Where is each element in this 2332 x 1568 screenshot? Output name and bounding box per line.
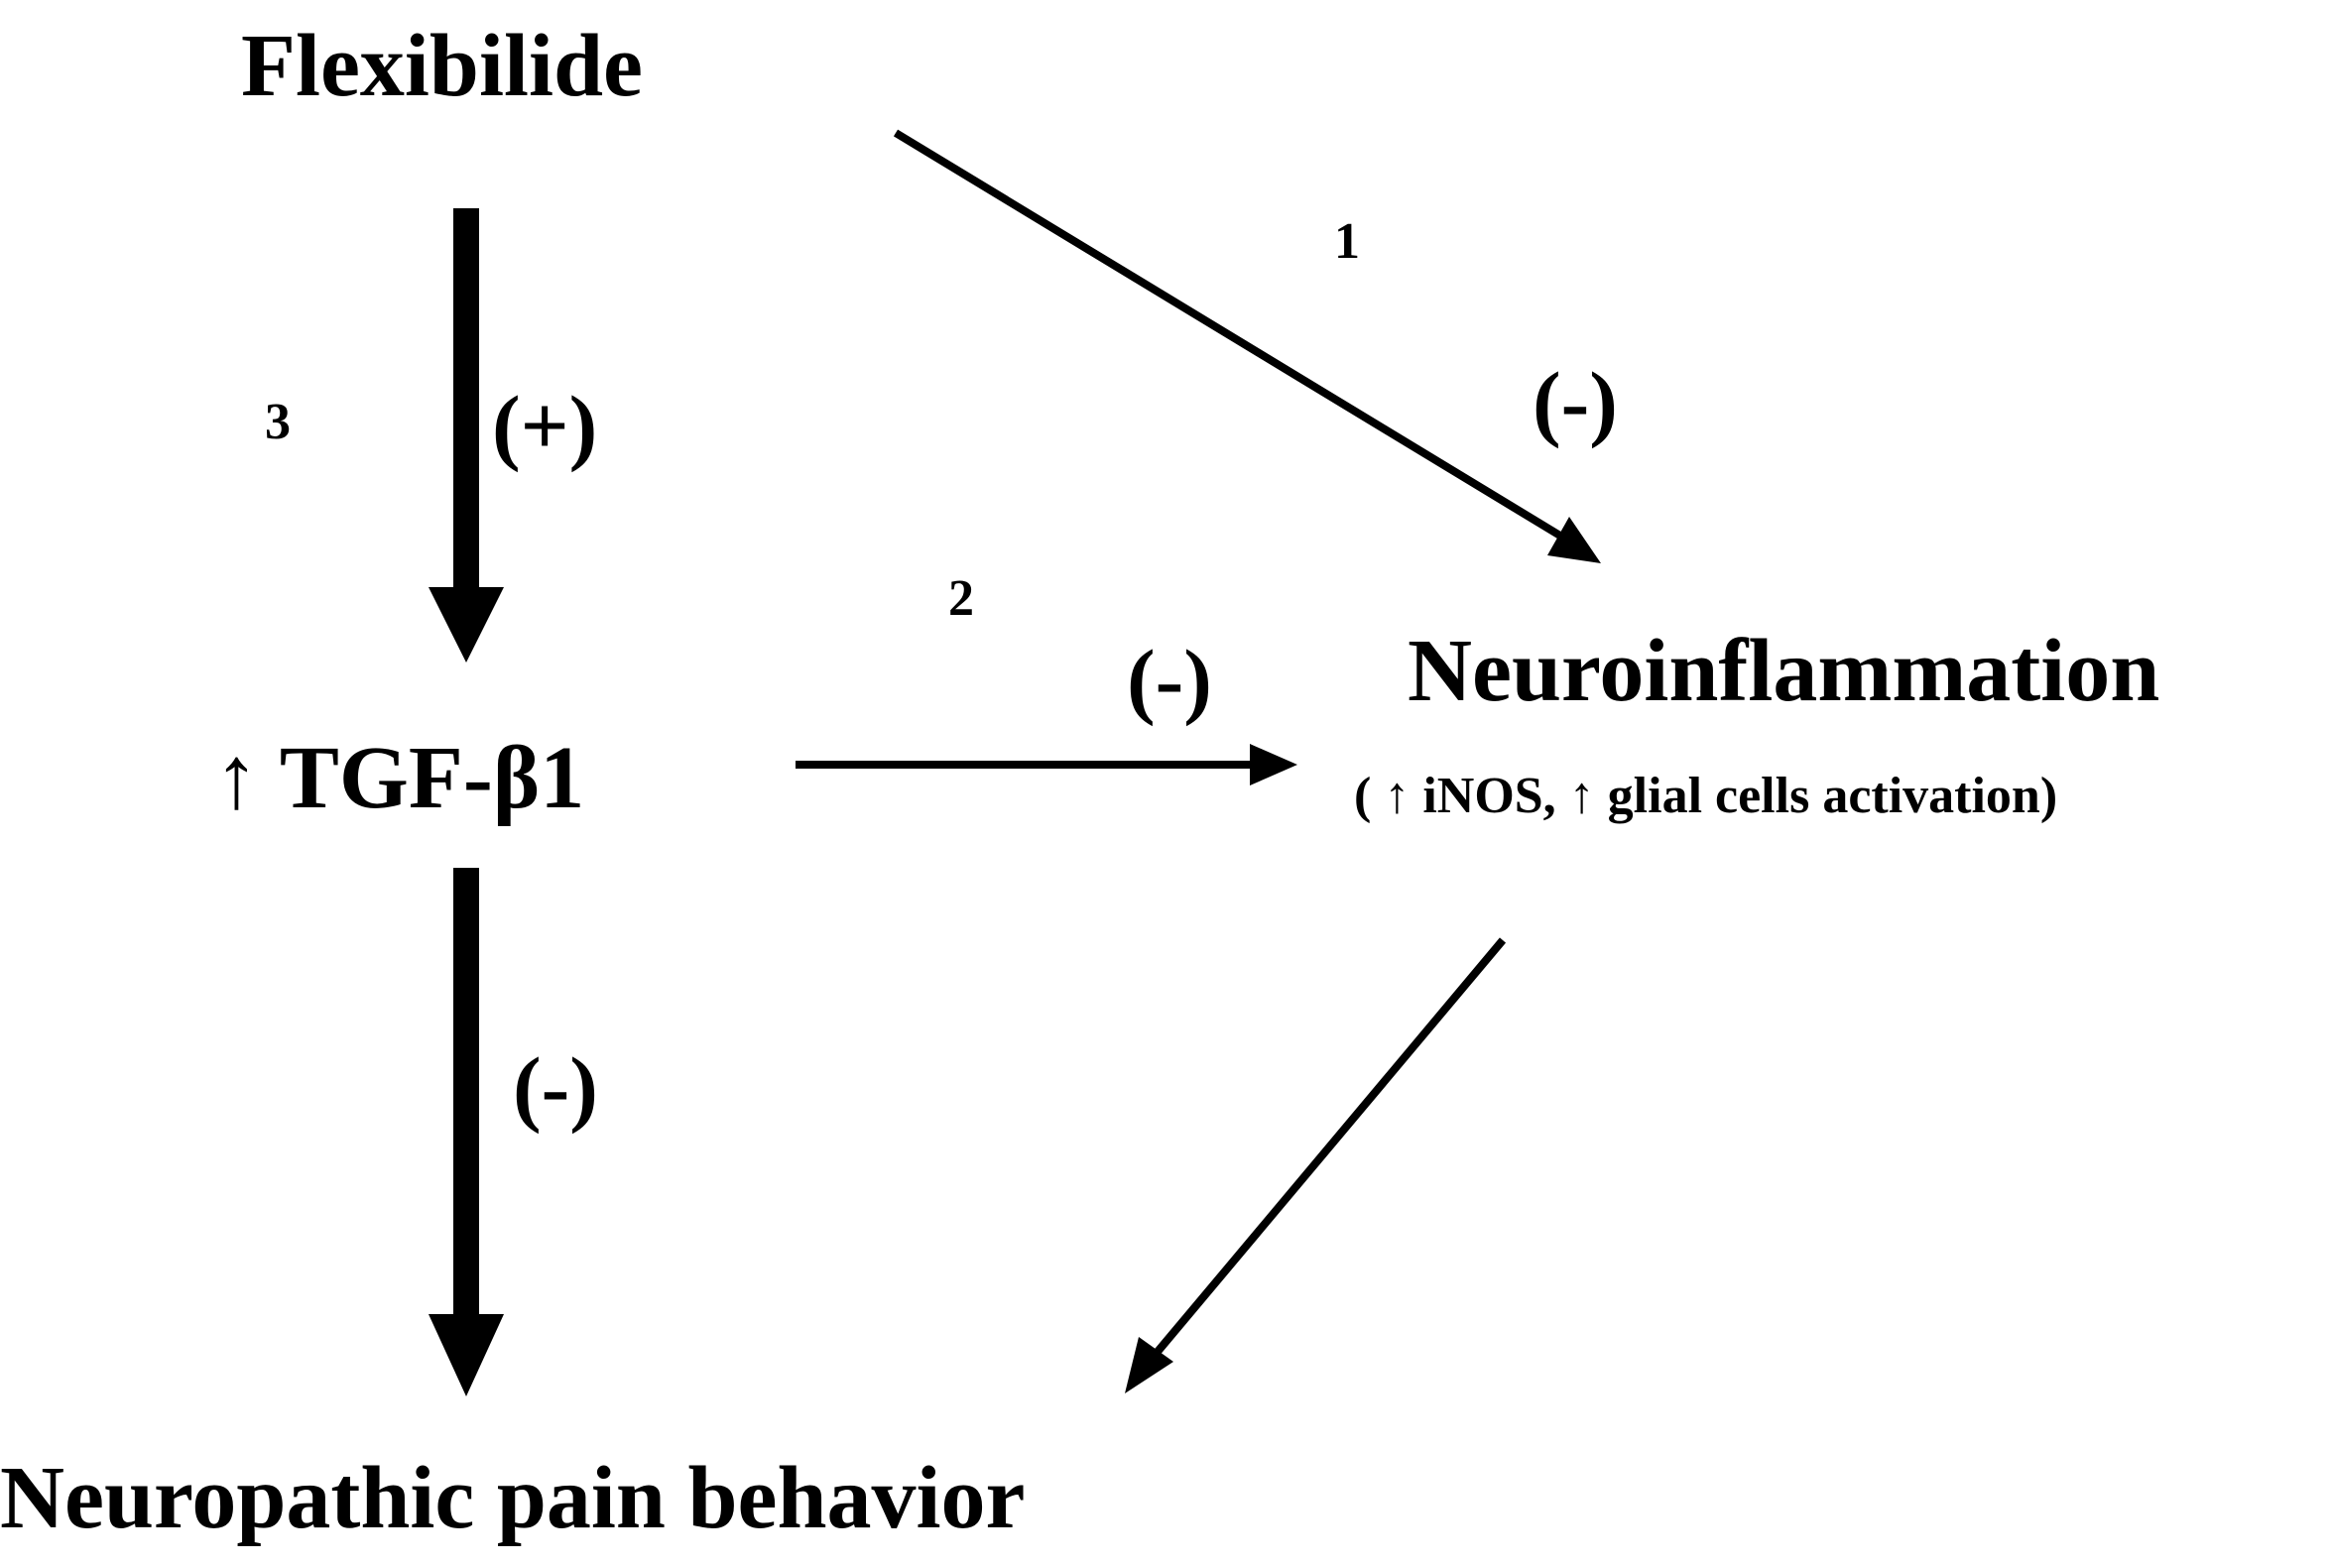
node-flexibilide: Flexibilide bbox=[241, 17, 643, 115]
edge-sign-1: (-) bbox=[1533, 354, 1618, 449]
edge-number-1: 1 bbox=[1334, 213, 1360, 270]
node-neuroinflammation: Neuroinflammation bbox=[1408, 622, 2160, 720]
arrow-flexibilide-to-neuroinflammation bbox=[893, 129, 1601, 563]
edge-number-2: 2 bbox=[948, 570, 974, 627]
arrow-tgf-to-neuroinflammation bbox=[796, 744, 1297, 785]
node-tgf-beta1: ↑ TGF-β1 bbox=[214, 729, 585, 827]
node-neuropathic-pain: Neuropathic pain behavior bbox=[0, 1449, 1026, 1547]
node-neuroinflammation-detail: ( ↑ iNOS, ↑ glial cells activation) bbox=[1354, 768, 2058, 824]
edge-sign-2: (-) bbox=[1127, 632, 1212, 727]
edge-sign-3: (+) bbox=[492, 378, 598, 473]
arrow-neuroinflammation-to-pain bbox=[1125, 937, 1507, 1393]
arrow-flexibilide-to-tgf bbox=[429, 208, 504, 663]
edge-number-3: 3 bbox=[265, 394, 291, 450]
arrow-tgf-to-pain bbox=[429, 868, 504, 1396]
edge-sign-4: (-) bbox=[513, 1039, 598, 1135]
